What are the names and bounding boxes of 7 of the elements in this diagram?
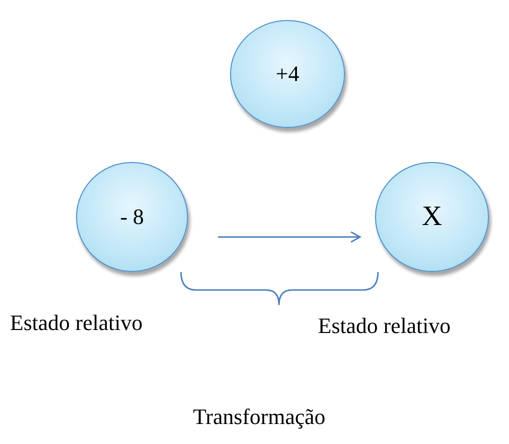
node-label: - 8: [120, 204, 144, 230]
node-label: +4: [276, 61, 300, 87]
state-caption: Estado relativo: [318, 313, 451, 339]
arrow: [218, 231, 361, 243]
bracket-label: Transformação: [193, 404, 326, 430]
state-caption: Estado relativo: [10, 310, 143, 336]
node-label: X: [422, 201, 442, 233]
